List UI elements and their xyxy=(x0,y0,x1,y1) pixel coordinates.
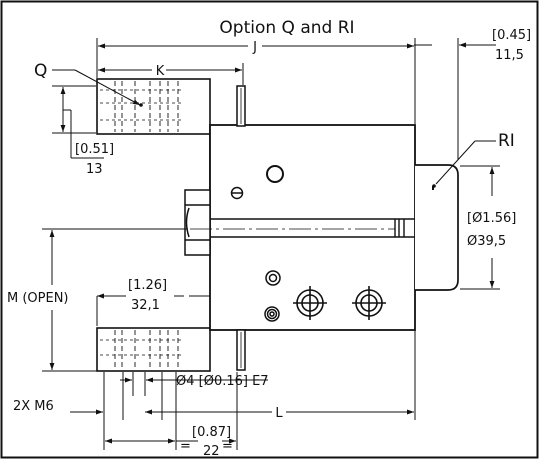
jaw-q-bottom xyxy=(96,327,211,372)
dim-hole xyxy=(120,372,268,396)
drawing-title: Option Q and RI xyxy=(219,18,354,38)
dim-087 xyxy=(105,372,238,450)
dim-051-mm: 13 xyxy=(86,162,103,177)
dim-k xyxy=(98,63,244,85)
ri-label: RI xyxy=(498,131,515,151)
thread-spec-label: 2X M6 xyxy=(13,399,54,414)
dim-045-mm: 11,5 xyxy=(495,48,524,63)
dim-087-equal-left: = xyxy=(180,439,191,454)
hole-spec-label: Ø4 [Ø0.16] E7 xyxy=(176,374,269,389)
dim-j-label: J xyxy=(252,40,257,55)
guide-rails xyxy=(236,85,246,371)
hex-nut xyxy=(184,189,211,256)
dim-126-inch: [1.26] xyxy=(128,278,167,293)
dim-051-inch: [0.51] xyxy=(75,142,114,157)
q-label: Q xyxy=(34,61,47,81)
dim-051 xyxy=(52,85,104,159)
mounting-screws xyxy=(293,286,386,320)
dim-045 xyxy=(414,38,496,160)
dim-156 xyxy=(460,165,500,290)
shaft xyxy=(190,218,415,238)
dim-156-mm: Ø39,5 xyxy=(467,234,506,249)
dim-l-label: L xyxy=(275,406,283,421)
dim-087-inch: [0.87] xyxy=(192,425,231,440)
body-holes xyxy=(230,165,284,322)
dim-087-mm: 22 xyxy=(203,444,220,459)
dim-045-inch: [0.45] xyxy=(492,28,531,43)
dim-087-equal-right: = xyxy=(222,439,233,454)
q-leader xyxy=(52,69,141,106)
dim-l xyxy=(70,330,416,450)
jaw-q-top xyxy=(96,78,211,135)
ri-leader xyxy=(435,140,496,185)
dim-126-mm: 32,1 xyxy=(131,298,160,313)
dim-m-open xyxy=(42,228,188,372)
dim-k-label: K xyxy=(156,64,165,79)
dim-m-open-label: M (OPEN) xyxy=(7,291,69,306)
dim-156-inch: [Ø1.56] xyxy=(467,211,516,226)
gripper-body xyxy=(209,124,416,331)
